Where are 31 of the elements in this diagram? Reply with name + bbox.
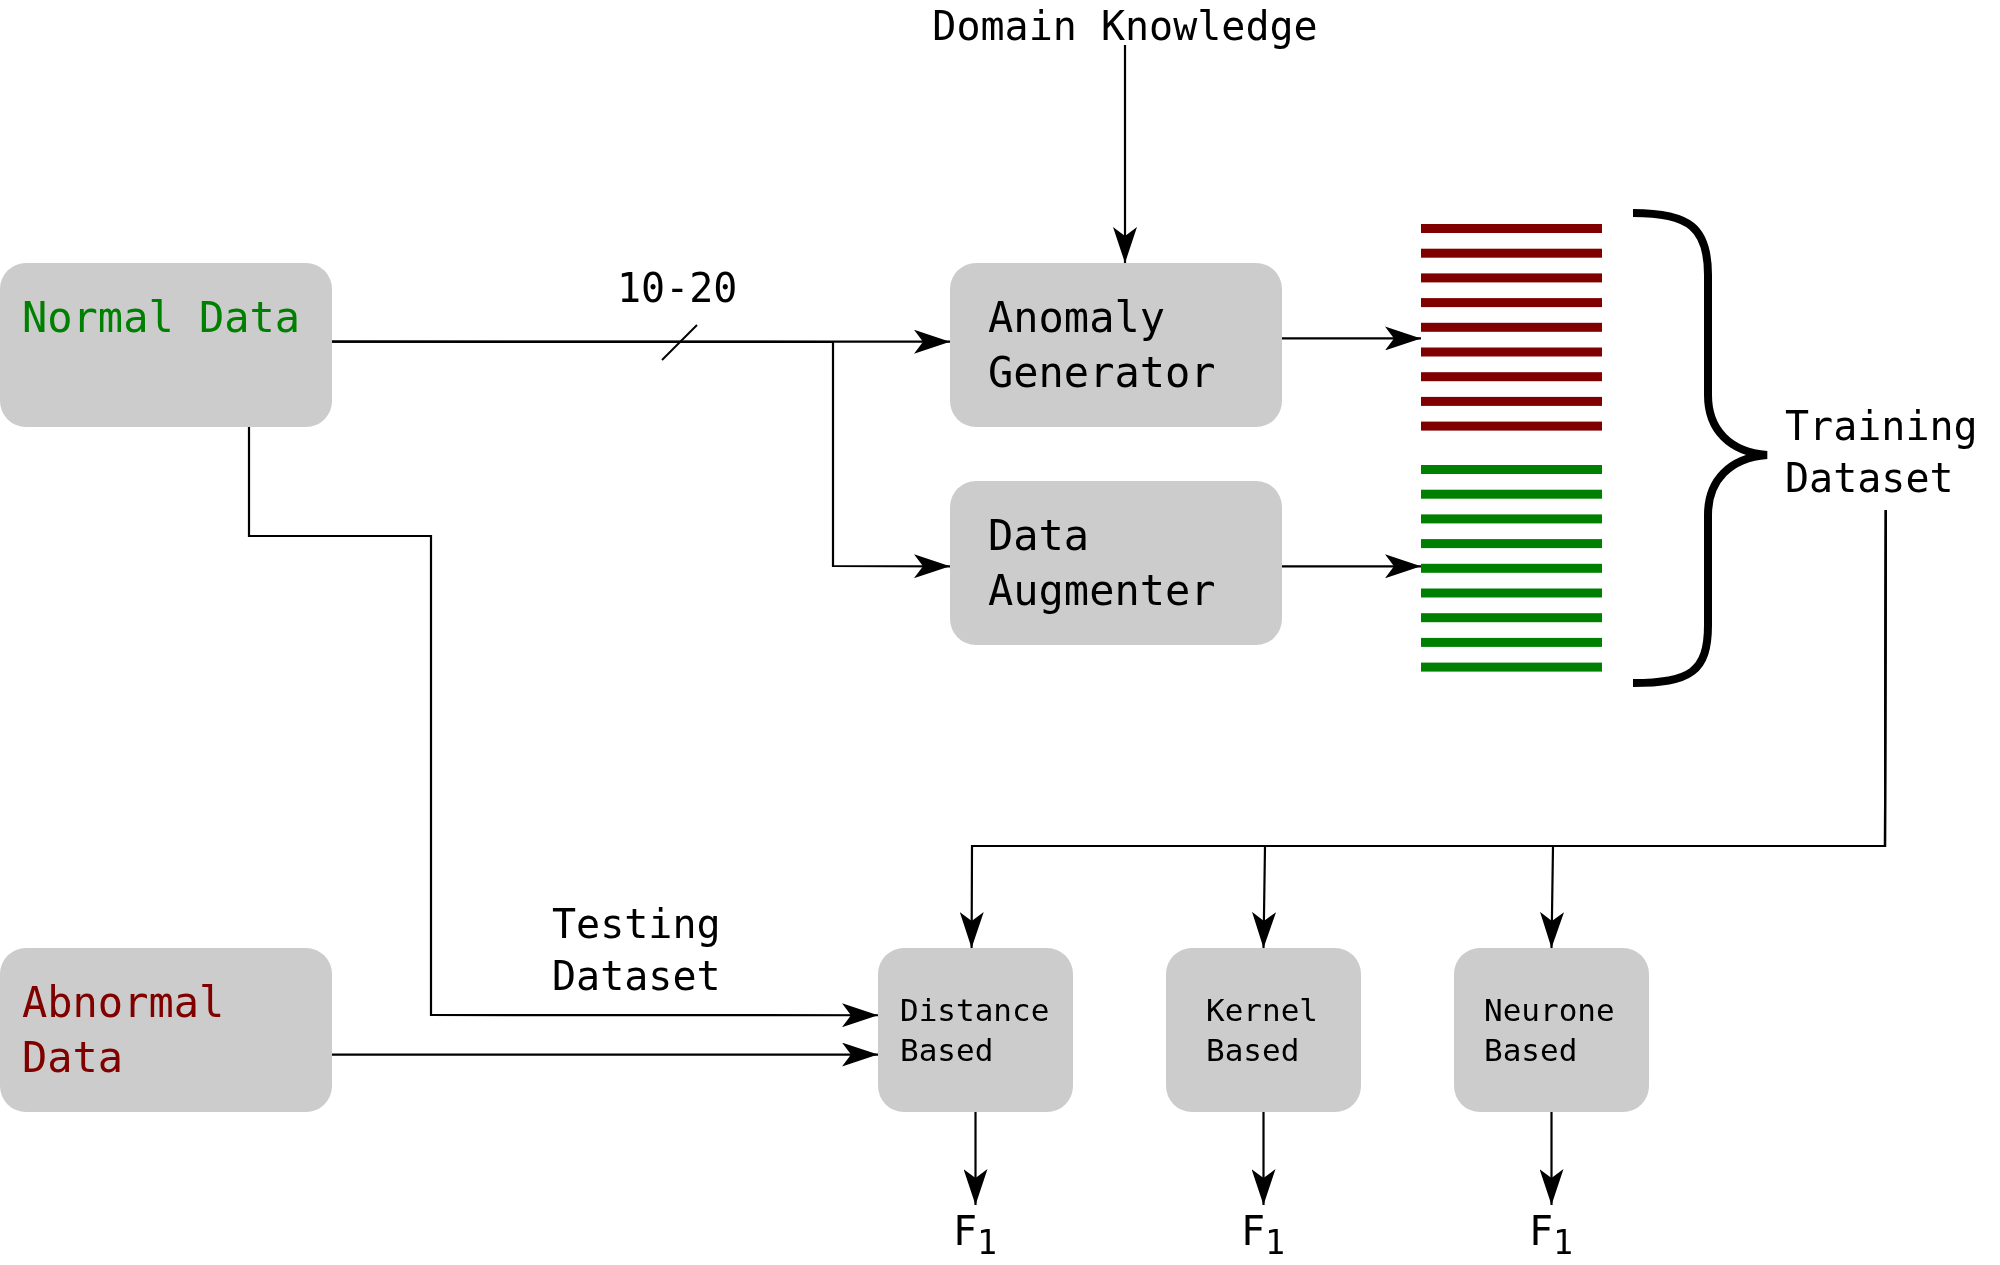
arrow: [1113, 45, 1137, 263]
process-box: [950, 263, 1282, 427]
box-label: Data Augmenter: [988, 510, 1217, 617]
process-box: [0, 948, 332, 1112]
arrow: [963, 1112, 988, 1205]
text-label: F$_{1}$: [1239, 1207, 1287, 1264]
process-box: [1166, 948, 1361, 1112]
box-label: Kernel Based: [1206, 991, 1319, 1071]
text-label: Training Dataset: [1785, 402, 1979, 503]
box-label: Normal Data: [22, 292, 302, 344]
process-box: [0, 263, 332, 427]
arrow: [1540, 510, 1887, 948]
data-bars: [1421, 463, 1602, 675]
arrow: [332, 1042, 878, 1067]
process-box: [878, 948, 1073, 1112]
box-label: Neurone Based: [1484, 991, 1616, 1071]
arrow: [1539, 1112, 1564, 1205]
arrow: [1282, 326, 1421, 351]
arrow: [247, 427, 878, 1028]
box-label: Anomaly Generator: [988, 292, 1217, 399]
text-label: F$_{1}$: [1527, 1207, 1575, 1264]
text-label: F$_{1}$: [951, 1207, 999, 1264]
arrow: [1282, 554, 1421, 579]
arrow: [1251, 1112, 1276, 1205]
process-box: [1454, 948, 1649, 1112]
text-label: Domain Knowledge: [931, 2, 1319, 51]
process-box: [950, 481, 1282, 645]
box-label: Distance Based: [900, 991, 1051, 1071]
data-bars: [1421, 222, 1602, 434]
box-label: Abnormal Data: [22, 977, 226, 1084]
arrow: [332, 340, 950, 579]
